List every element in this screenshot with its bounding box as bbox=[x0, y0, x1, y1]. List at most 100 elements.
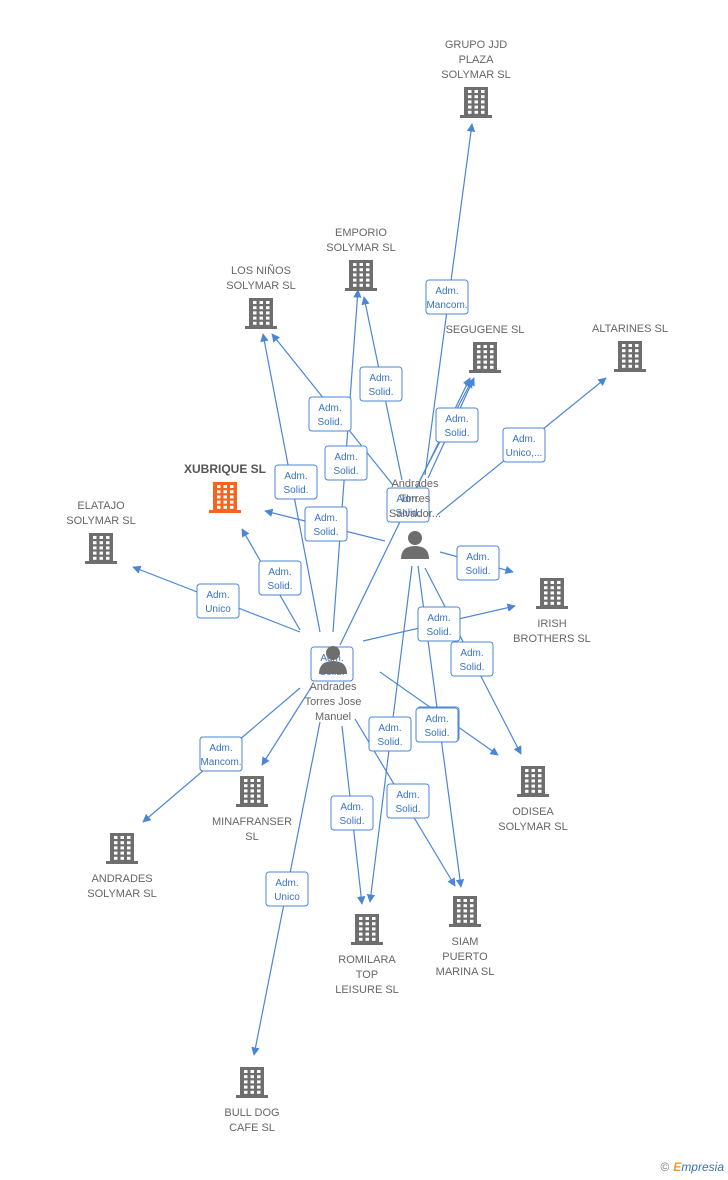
edge-label-text: Unico,... bbox=[506, 448, 543, 459]
node-label: IRISH bbox=[537, 618, 566, 630]
edge-label-text: Solid. bbox=[465, 566, 490, 577]
edge-label[interactable]: Adm. Solid. bbox=[450, 641, 494, 677]
edge-label-text: Adm. bbox=[378, 723, 401, 734]
edge-label-text: Adm. bbox=[268, 567, 291, 578]
node-minafranser[interactable]: MINAFRANSER SL bbox=[212, 776, 292, 843]
brand-name: mpresia bbox=[681, 1160, 724, 1174]
edge-label-box bbox=[308, 396, 352, 432]
edge-label-text: Adm. bbox=[427, 613, 450, 624]
building-icon bbox=[536, 578, 568, 609]
edge-label-box bbox=[324, 445, 368, 481]
edge-label-text: Adm. bbox=[445, 414, 468, 425]
footer-brand: ©Empresia bbox=[660, 1160, 724, 1174]
edge-label-text: Adm. bbox=[396, 790, 419, 801]
edge-label[interactable]: Adm.Solid. bbox=[386, 783, 430, 819]
edge-label[interactable]: Adm. Solid. bbox=[304, 506, 348, 542]
edge-label[interactable]: Adm.Solid. bbox=[415, 707, 459, 743]
edge-label-box bbox=[304, 506, 348, 542]
edge-label-box bbox=[265, 871, 309, 907]
edge-label-text: Adm. bbox=[334, 452, 357, 463]
edge-label-text: Adm. bbox=[206, 590, 229, 601]
edge-label[interactable]: Adm.Unico bbox=[265, 871, 309, 907]
node-label: MINAFRANSER bbox=[212, 816, 292, 828]
edge-label-text: Solid. bbox=[317, 417, 342, 428]
edge-label-box bbox=[386, 783, 430, 819]
node-grupo[interactable]: GRUPO JJD PLAZA SOLYMAR SL bbox=[441, 39, 511, 118]
edge-label-text: Solid. bbox=[426, 627, 451, 638]
node-label: SOLYMAR SL bbox=[498, 821, 568, 833]
edge-label-text: Solid. bbox=[377, 737, 402, 748]
edge-label[interactable]: Adm.Solid. bbox=[386, 487, 430, 523]
node-label: GRUPO JJD bbox=[445, 39, 507, 51]
node-bulldog[interactable]: BULL DOG CAFE SL bbox=[224, 1067, 280, 1134]
building-icon bbox=[245, 298, 277, 329]
node-label: Andrades bbox=[309, 681, 357, 693]
edge-label-box bbox=[425, 279, 469, 315]
node-label: SL bbox=[245, 831, 258, 843]
edge-label-text: Mancom. bbox=[200, 757, 241, 768]
edge-label-text: Solid. bbox=[267, 581, 292, 592]
edge-label-box bbox=[274, 464, 318, 500]
edge-p2-minafranser bbox=[261, 685, 313, 766]
edge-label[interactable]: Adm.Mancom. bbox=[425, 279, 469, 315]
node-label: BULL DOG bbox=[224, 1107, 279, 1119]
edge-label-text: Solid. bbox=[368, 387, 393, 398]
edge-label-text: Adm. bbox=[314, 513, 337, 524]
node-segugene[interactable]: SEGUGENE SL bbox=[446, 324, 525, 373]
edge-label-text: Adm. bbox=[275, 878, 298, 889]
edge-label-text: Adm. bbox=[512, 434, 535, 445]
edge-label[interactable]: Adm. Mancom. bbox=[199, 736, 243, 772]
edge-label-text: Adm. bbox=[460, 648, 483, 659]
node-label: LOS NIÑOS bbox=[231, 264, 291, 277]
node-label: Andrades bbox=[391, 478, 439, 490]
edge-label-box bbox=[258, 560, 302, 596]
edge-label-box bbox=[368, 716, 412, 752]
building-icon bbox=[449, 896, 481, 927]
edge-label-box bbox=[196, 583, 240, 619]
edge-label-text: Adm. bbox=[209, 743, 232, 754]
edge-label-text: Solid. bbox=[313, 527, 338, 538]
node-altarines[interactable]: ALTARINES SL bbox=[592, 323, 668, 372]
node-ninos[interactable]: LOS NIÑOS SOLYMAR SL bbox=[226, 264, 296, 329]
node-label: PLAZA bbox=[459, 54, 495, 66]
edge-label-text: Solid. bbox=[459, 662, 484, 673]
building-icon bbox=[351, 914, 383, 945]
edge-label-text: Unico bbox=[205, 604, 231, 615]
edge-label[interactable]: Adm.Solid. bbox=[359, 366, 403, 402]
edge-label[interactable]: Adm. Solid. bbox=[368, 716, 412, 752]
building-icon bbox=[85, 533, 117, 564]
edge-label[interactable]: Adm.Solid. bbox=[456, 545, 500, 581]
node-xubrique[interactable]: XUBRIQUE SL bbox=[184, 462, 266, 513]
node-label: SOLYMAR SL bbox=[441, 69, 511, 81]
edge-label[interactable]: Adm. Solid. bbox=[258, 560, 302, 596]
node-label: SOLYMAR SL bbox=[226, 280, 296, 292]
edge-label[interactable]: Adm. Unico,... bbox=[502, 427, 546, 463]
edge-labels-layer: Adm. Mancom. Adm. Solid. Adm. Solid. Adm. Solid… bbox=[196, 279, 546, 907]
node-label: ALTARINES SL bbox=[592, 323, 668, 335]
node-p1[interactable]: AndradesTorresSalvador... bbox=[389, 478, 441, 559]
node-label: SIAM bbox=[452, 936, 479, 948]
building-icon bbox=[236, 1067, 268, 1098]
edge-label[interactable]: Adm.Solid. bbox=[308, 396, 352, 432]
person-icon bbox=[319, 646, 347, 674]
node-label: CAFE SL bbox=[229, 1122, 275, 1134]
edge-label[interactable]: Adm.Solid. bbox=[274, 464, 318, 500]
edge-label[interactable]: Adm.Solid. bbox=[324, 445, 368, 481]
edge-label[interactable]: Adm. Unico bbox=[196, 583, 240, 619]
edge-label-box bbox=[330, 795, 374, 831]
edge-label[interactable]: Adm.Solid. bbox=[435, 407, 479, 443]
node-label: ANDRADES bbox=[91, 873, 152, 885]
node-label: ROMILARA bbox=[338, 954, 396, 966]
edge-label[interactable]: Adm. Solid. bbox=[417, 606, 461, 642]
edge-label-box bbox=[456, 545, 500, 581]
edge-label[interactable]: Adm.Solid. bbox=[330, 795, 374, 831]
